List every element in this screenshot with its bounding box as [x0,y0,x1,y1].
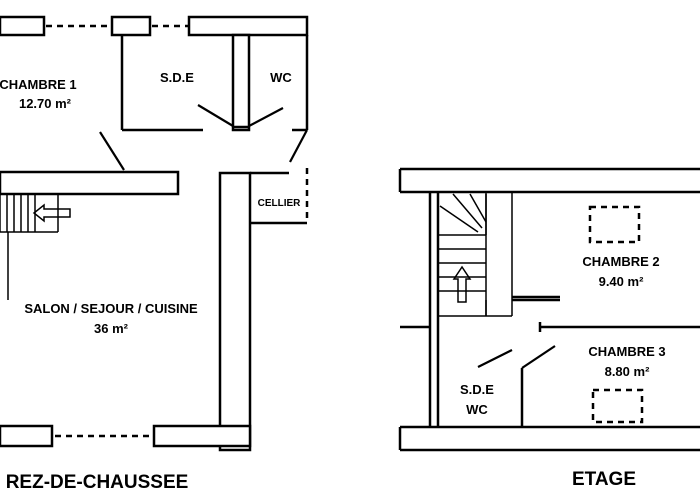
ground-staircase [0,194,71,300]
bathroom-walls [120,33,309,132]
cellier-walls [250,168,309,225]
ground-floor-plan: CHAMBRE 1 12.70 m² S.D.E WC CELLIER SALO… [0,15,309,493]
ground-top-wall [0,15,309,37]
sde-name: S.D.E [160,70,194,85]
upper-staircase [438,192,513,317]
ground-bottom-wall [0,424,252,448]
salon-name: SALON / SEJOUR / CUISINE [24,301,198,316]
upper-floor-plan: CHAMBRE 2 9.40 m² CHAMBRE 3 8.80 m² S.D.… [398,167,700,490]
chambre1-area: 12.70 m² [19,96,72,111]
wc-name: WC [270,70,292,85]
upper-partitions [477,295,700,427]
stair-arrow-left-icon [32,203,71,223]
chambre3-name: CHAMBRE 3 [588,344,665,359]
chambre2-area: 9.40 m² [599,274,644,289]
upper-outer-walls [398,167,700,452]
sdewc-name-line1: S.D.E [460,382,494,397]
upper-floor-caption: ETAGE [572,469,636,490]
ground-floor-caption: REZ-DE-CHAUSSEE [6,472,189,493]
sdewc-name-line2: WC [466,402,488,417]
central-wall [218,171,252,452]
skylight-chambre3 [591,388,644,424]
salon-area: 36 m² [94,321,129,336]
partition-wall [0,170,180,196]
cellier-name: CELLIER [258,198,302,209]
chambre3-area: 8.80 m² [605,364,650,379]
skylight-chambre2 [588,205,641,244]
chambre1-name: CHAMBRE 1 [0,77,77,92]
stair-arrow-up-icon [452,265,472,303]
chambre2-name: CHAMBRE 2 [582,254,659,269]
bathroom-doors [99,104,308,171]
